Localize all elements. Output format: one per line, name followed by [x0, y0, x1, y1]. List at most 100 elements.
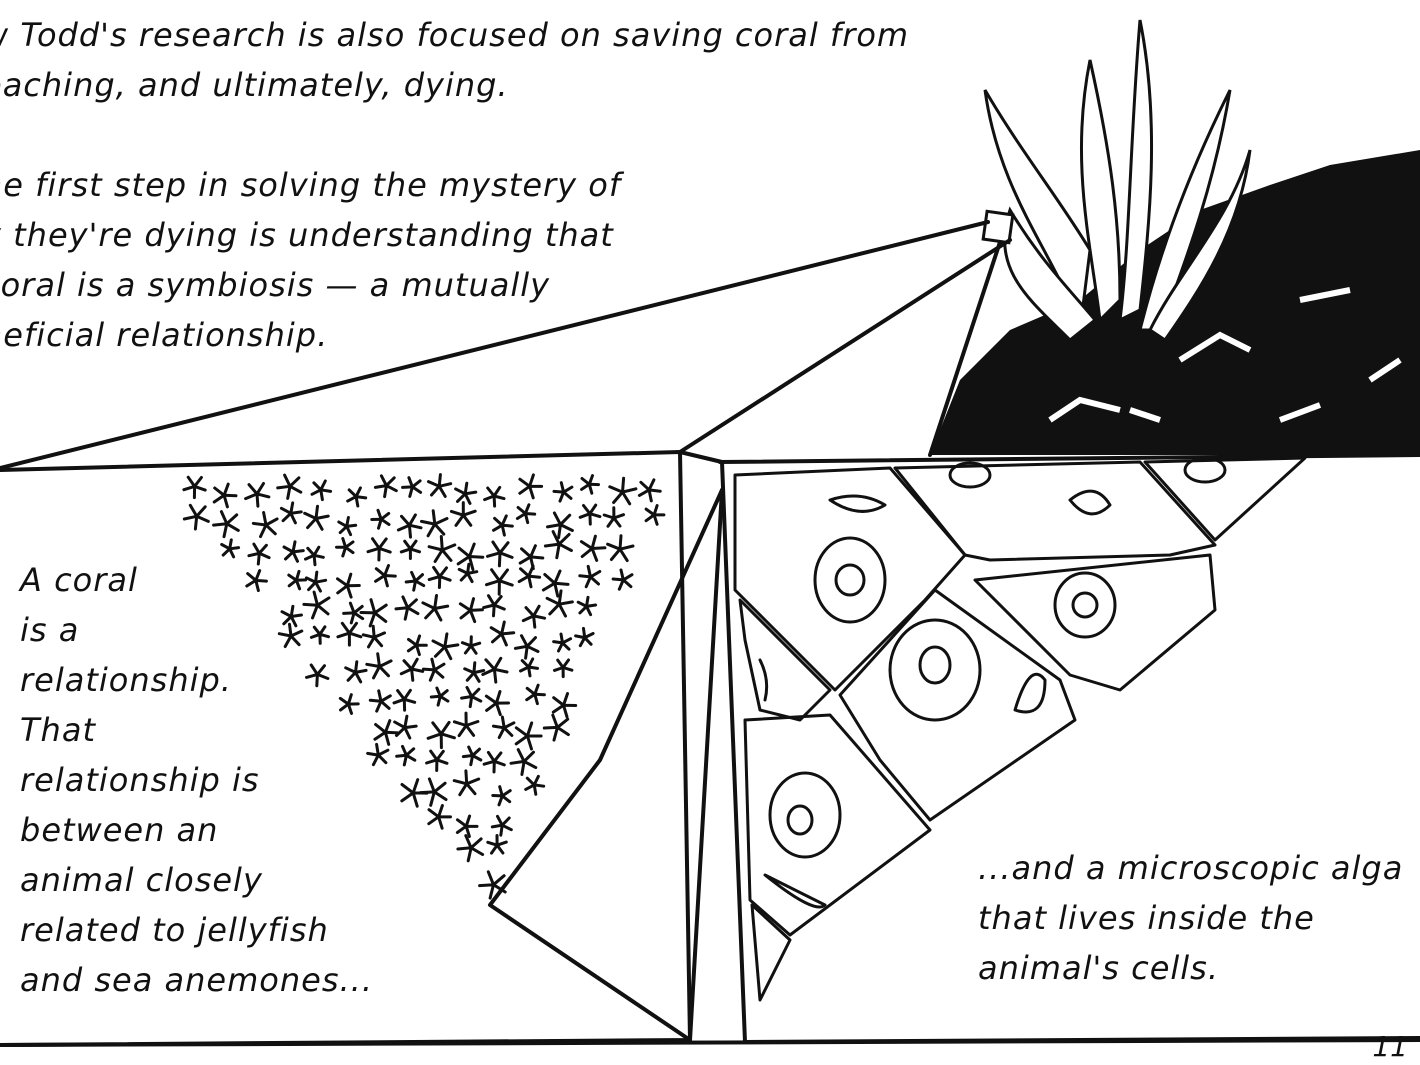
polyp-star [309, 625, 330, 645]
polyp-star [394, 595, 420, 621]
polyp-star [481, 656, 509, 684]
polyp-star [518, 473, 544, 500]
polyp-star [611, 568, 634, 591]
polyp-star [344, 660, 368, 684]
polyp-star [551, 692, 578, 719]
polyp-star [406, 634, 428, 657]
polyp-star [578, 503, 602, 526]
polyp-star [489, 620, 516, 647]
polyp-star [513, 634, 540, 660]
caption-line: between an [20, 811, 219, 849]
polyp-star [365, 652, 393, 680]
caption-line: and sea anemones... [20, 961, 373, 999]
polyp-star [514, 721, 543, 751]
polyp-star [525, 683, 546, 706]
polyp-star [366, 537, 392, 562]
polyp-star [542, 713, 570, 742]
polyp-star [393, 714, 418, 740]
polyp-star [336, 572, 361, 599]
polyp-star [366, 742, 390, 767]
zoom-projection-lines [0, 220, 1012, 470]
symbiosis-caption: he first step in solving the mystery of … [0, 160, 621, 360]
polyp-star [574, 626, 595, 648]
caption-line: he first step in solving the mystery of [0, 166, 622, 204]
polyp-star [245, 569, 268, 593]
polyp-star [359, 598, 388, 628]
polyp-star [521, 604, 547, 629]
polyp-star [427, 804, 452, 830]
polyp-star [212, 482, 238, 509]
caption-line: coral is a symbiosis — a mutually [0, 266, 551, 304]
polyp-star [427, 473, 453, 498]
polyp-star [509, 748, 538, 776]
polyp-star [490, 814, 513, 837]
polyp-star [303, 504, 330, 531]
polyp-star [342, 601, 365, 625]
polyp-star [251, 511, 279, 539]
polyp-star [517, 564, 542, 589]
polyp-star [396, 513, 423, 539]
polyp-star [373, 719, 400, 746]
polyp-star [279, 501, 303, 525]
caption-line: that lives inside the [978, 899, 1315, 937]
caption-line: That [20, 711, 96, 749]
polyp-star [483, 485, 506, 508]
polyp-star [484, 690, 510, 717]
polyp-star [395, 744, 417, 767]
polyp-star [373, 474, 398, 499]
polyp-star [553, 658, 574, 679]
polyp-star [401, 476, 423, 498]
polyp-star [460, 635, 482, 655]
polyp-star [346, 486, 368, 508]
caption-line: A coral [20, 561, 138, 599]
polyp-star [579, 534, 607, 562]
polyp-star [338, 693, 360, 715]
polyp-star [552, 632, 573, 653]
caption-line: related to jellyfish [20, 911, 329, 949]
polyp-star [370, 508, 391, 530]
caption-line: relationship. [20, 661, 232, 699]
polyp-star [420, 509, 449, 538]
polyp-star [644, 504, 666, 526]
polyp-star [431, 632, 460, 661]
polyp-star [576, 595, 598, 617]
caption-line: w Todd's research is also focused on sav… [0, 16, 910, 54]
polyp-star [449, 501, 477, 527]
polyp-star [337, 516, 358, 537]
polyp-star [602, 506, 625, 528]
polyp-star [277, 622, 304, 648]
polyp-star [399, 657, 425, 682]
polyp-star [247, 542, 271, 566]
polyp-star [456, 542, 485, 571]
algal-cells [733, 456, 1307, 1002]
polyp-star [637, 478, 662, 503]
polyp-star [368, 689, 392, 713]
caption-line: neficial relationship. [0, 316, 329, 354]
coral-animal-caption: A coral is a relationship. That relation… [20, 555, 373, 1005]
polyp-star [519, 657, 539, 678]
polyp-star [460, 685, 483, 709]
polyp-star [421, 657, 446, 682]
polyp-star [419, 777, 448, 807]
polyp-star [399, 539, 421, 560]
polyp-star [546, 511, 574, 540]
polyp-star [485, 568, 514, 596]
polyp-star [304, 570, 328, 593]
polyp-star [427, 565, 452, 589]
polyp-star [578, 564, 602, 589]
polyp-star [478, 870, 507, 900]
polyp-star [606, 534, 635, 563]
polyp-star [244, 482, 271, 508]
polyp-star [492, 514, 514, 537]
polyp-star [456, 834, 485, 863]
polyp-star [212, 510, 240, 539]
polyp-star [608, 476, 638, 506]
polyp-star [515, 503, 537, 525]
polyp-star [461, 745, 483, 767]
caption-line: ...and a microscopic alga [978, 849, 1404, 887]
caption-line: eaching, and ultimately, dying. [0, 66, 509, 104]
polyp-star [463, 661, 486, 683]
polyp-star [426, 720, 456, 750]
polyp-star [361, 624, 386, 649]
